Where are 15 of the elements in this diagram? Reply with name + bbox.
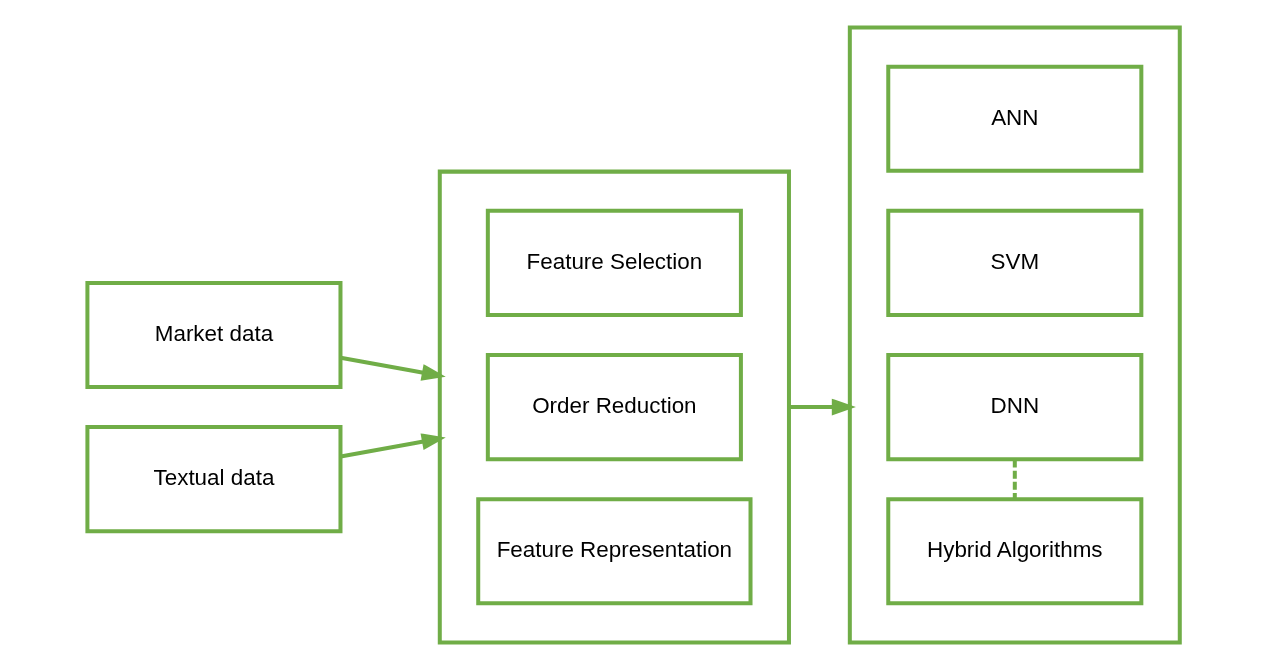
node-box: Feature Representation (475, 497, 752, 606)
node-box: ANN (885, 64, 1143, 173)
node-box: Feature Selection (485, 208, 743, 317)
node-box: Order Reduction (485, 353, 743, 462)
arrow (788, 398, 856, 416)
cluster (437, 169, 791, 645)
node-box: Hybrid Algorithms (885, 497, 1143, 606)
node-box: SVM (885, 208, 1143, 317)
node-box: DNN (885, 353, 1143, 462)
node-box: Market data (84, 280, 342, 390)
cluster (847, 25, 1182, 645)
connector (1012, 459, 1017, 499)
arrow (339, 433, 446, 459)
arrow (339, 355, 446, 381)
node-box: Textual data (84, 425, 342, 534)
